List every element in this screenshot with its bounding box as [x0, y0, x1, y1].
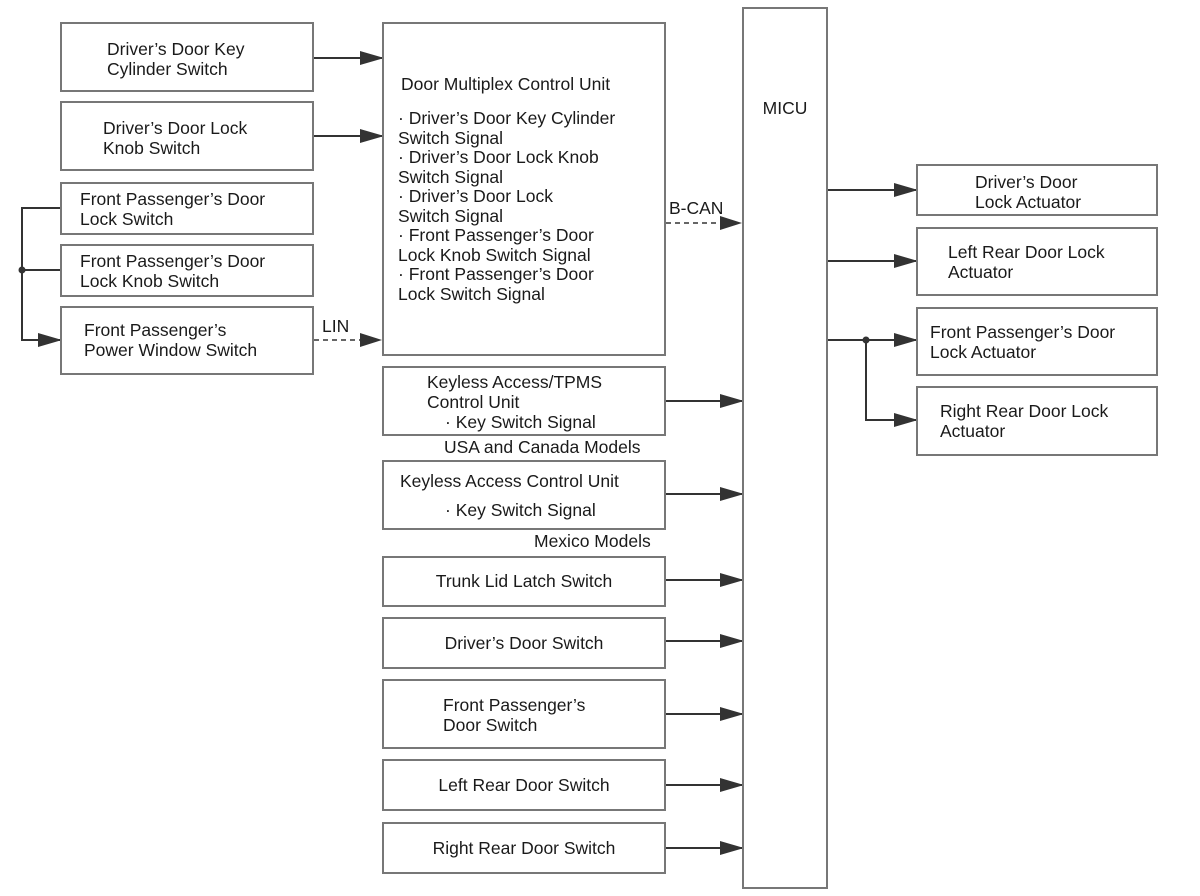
lin-label: LIN [322, 316, 350, 336]
front-passengers-door-switch-label: Front Passenger’s Door Switch [443, 695, 586, 735]
drivers-door-lock-knob-switch-label: Driver’s Door Lock Knob Switch [103, 118, 248, 158]
keyless-access-control-unit-box: Keyless Access Control Unit · Key Switch… [382, 460, 666, 530]
junction-dot-right [862, 336, 870, 344]
signal-drivers-lock-knob: · Driver’s Door Lock Knob Switch Signal [398, 147, 599, 187]
front-passengers-power-window-switch-box: Front Passenger’s Power Window Switch [60, 306, 314, 375]
arrow-right-rear-actuator [865, 340, 918, 427]
keyless-signal: · Key Switch Signal [445, 500, 596, 520]
keyless-access-tpms-control-unit-box: Keyless Access/TPMS Control Unit · Key S… [382, 366, 666, 436]
trunk-lid-latch-switch-label: Trunk Lid Latch Switch [435, 571, 613, 591]
front-passengers-door-lock-switch-label: Front Passenger’s Door Lock Switch [80, 189, 266, 229]
front-passengers-door-lock-actuator-label: Front Passenger’s Door Lock Actuator [930, 322, 1116, 362]
right-rear-door-switch-box: Right Rear Door Switch [382, 822, 666, 874]
right-rear-door-lock-actuator-label: Right Rear Door Lock Actuator [940, 401, 1109, 441]
front-passenger-bracket [21, 207, 62, 347]
front-passengers-door-lock-knob-switch-box: Front Passenger’s Door Lock Knob Switch [60, 244, 314, 297]
keyless-title: Keyless Access Control Unit [400, 471, 619, 491]
drivers-door-switch-label: Driver’s Door Switch [444, 633, 604, 653]
signal-front-passenger-lock-knob: · Front Passenger’s Door Lock Knob Switc… [398, 225, 594, 265]
left-rear-door-switch-box: Left Rear Door Switch [382, 759, 666, 811]
right-rear-door-lock-actuator-box: Right Rear Door Lock Actuator [916, 386, 1158, 456]
front-passengers-door-lock-actuator-box: Front Passenger’s Door Lock Actuator [916, 307, 1158, 376]
micu-label: MICU [762, 98, 808, 118]
door-multiplex-title: Door Multiplex Control Unit [401, 74, 611, 94]
drivers-door-lock-actuator-label: Driver’s Door Lock Actuator [975, 172, 1082, 212]
trunk-lid-latch-switch-box: Trunk Lid Latch Switch [382, 556, 666, 607]
left-rear-door-lock-actuator-box: Left Rear Door Lock Actuator [916, 227, 1158, 296]
bcan-label: B-CAN [669, 198, 724, 218]
usa-canada-note: USA and Canada Models [444, 437, 641, 457]
drivers-door-key-cylinder-switch-box: Driver’s Door Key Cylinder Switch [60, 22, 314, 92]
keyless-tpms-title: Keyless Access/TPMS Control Unit [427, 372, 603, 412]
right-rear-door-switch-label: Right Rear Door Switch [432, 838, 616, 858]
front-passengers-door-switch-box: Front Passenger’s Door Switch [382, 679, 666, 749]
mexico-note: Mexico Models [534, 531, 651, 551]
front-passengers-door-lock-knob-switch-label: Front Passenger’s Door Lock Knob Switch [80, 251, 266, 291]
junction-dot-left [18, 266, 26, 274]
door-multiplex-control-unit-box: Door Multiplex Control Unit · Driver’s D… [382, 22, 666, 356]
signal-drivers-key-cylinder: · Driver’s Door Key Cylinder Switch Sign… [398, 108, 616, 148]
drivers-door-switch-box: Driver’s Door Switch [382, 617, 666, 669]
signal-drivers-lock: · Driver’s Door Lock Switch Signal [398, 186, 553, 226]
front-passengers-door-lock-switch-box: Front Passenger’s Door Lock Switch [60, 182, 314, 235]
drivers-door-lock-knob-switch-box: Driver’s Door Lock Knob Switch [60, 101, 314, 171]
signal-front-passenger-lock: · Front Passenger’s Door Lock Switch Sig… [398, 264, 594, 304]
left-rear-door-switch-label: Left Rear Door Switch [438, 775, 610, 795]
drivers-door-lock-actuator-box: Driver’s Door Lock Actuator [916, 164, 1158, 216]
keyless-tpms-signal: · Key Switch Signal [445, 412, 596, 432]
drivers-door-key-cylinder-switch-label: Driver’s Door Key Cylinder Switch [107, 39, 245, 79]
micu-box: MICU [742, 7, 828, 889]
front-passengers-power-window-switch-label: Front Passenger’s Power Window Switch [84, 320, 258, 360]
left-rear-door-lock-actuator-label: Left Rear Door Lock Actuator [948, 242, 1105, 282]
